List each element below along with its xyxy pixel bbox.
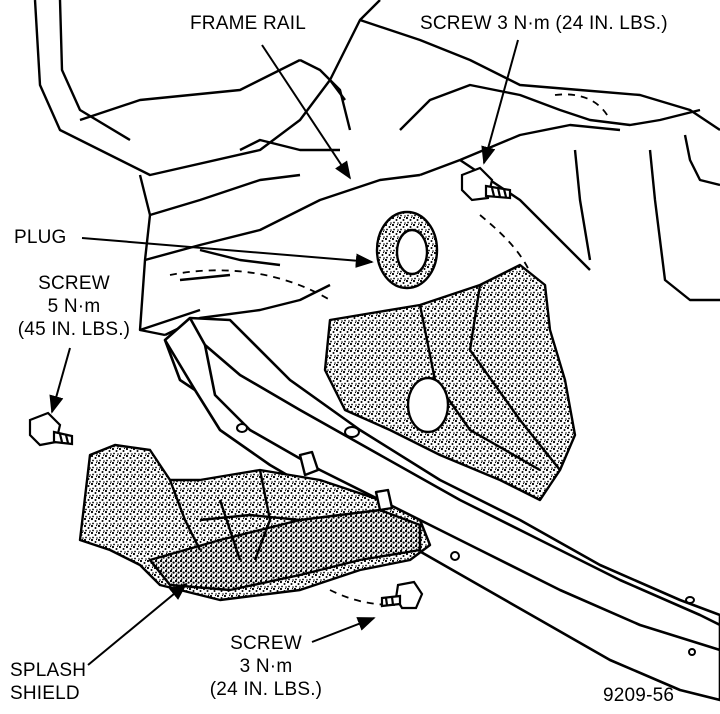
plug-label: PLUG [14,227,67,248]
screw-left-label: SCREW 5 N·m (45 IN. LBS.) [8,272,140,341]
splash-shield-label-line: SHIELD [10,683,80,704]
front-splash-shield [78,443,432,602]
screw-bottom-fastener [380,580,424,610]
plug-grommet [375,210,439,290]
screw-left-label-line: (45 IN. LBS.) [17,319,131,340]
screw-top-fastener [460,166,512,202]
screw-bottom-label-line: (24 IN. LBS.) [209,679,323,700]
screw-left-label-line: SCREW [38,273,110,294]
screw-bottom-label-line: SCREW [230,633,302,654]
splash-shield-label: SPLASH SHIELD [10,659,86,705]
rear-splash-shield [323,263,577,502]
figure-id: 9209-56 [603,685,675,706]
leader-lines [49,39,519,666]
splash-shield-label-line: SPLASH [10,660,87,681]
screw-left-label-line: 5 N·m [47,296,101,317]
frame-rail-holes [236,423,696,656]
screw-bottom-label: SCREW 3 N·m (24 IN. LBS.) [196,632,336,701]
screw-top-label: SCREW 3 N·m (24 IN. LBS.) [420,13,668,34]
screw-left-fastener [28,411,74,447]
screw-bottom-label-line: 3 N·m [239,656,293,677]
frame-rail-label: FRAME RAIL [190,13,307,34]
